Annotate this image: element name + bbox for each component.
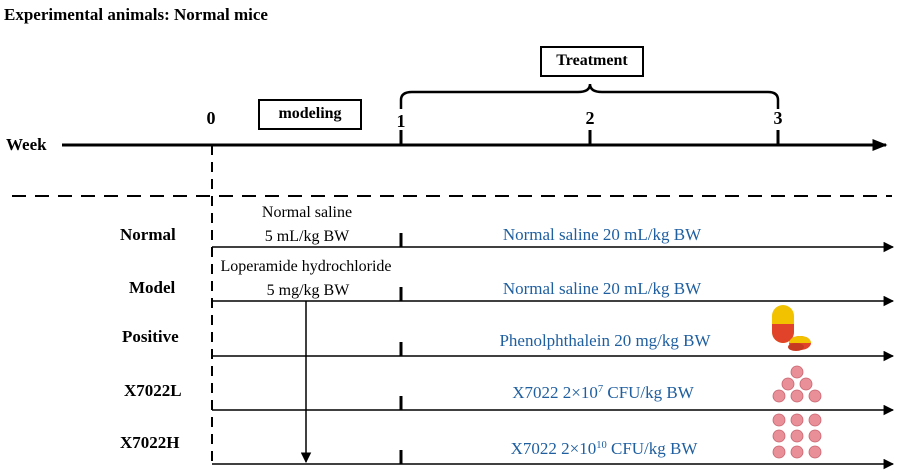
modeling-box: modeling — [258, 99, 362, 130]
x7022l-treatment-suffix: CFU/kg BW — [603, 383, 694, 402]
group-label-model: Model — [129, 278, 176, 297]
model-treatment-text: Normal saline 20 mL/kg BW — [502, 279, 702, 298]
tick-label-3: 3 — [773, 108, 783, 128]
week-axis-label: Week — [6, 135, 47, 154]
treatment-label: Treatment — [556, 52, 628, 69]
x7022l-treatment-text: X7022 2×107 CFU/kg BW — [512, 384, 694, 402]
x7022l-treatment-exponent: 7 — [597, 384, 604, 396]
group-label-positive: Positive — [122, 327, 179, 346]
x7022h-treatment-exponent: 10 — [596, 440, 607, 452]
bacteria-icon — [772, 365, 822, 459]
x7022h-treatment-suffix: CFU/kg BW — [606, 439, 698, 458]
normal-treatment-text: Normal saline 20 mL/kg BW — [502, 225, 702, 244]
group-label-x7022h: X7022H — [120, 433, 180, 452]
pill-icon — [772, 305, 811, 351]
header-title: Experimental animals: Normal mice — [4, 5, 268, 24]
tick-label-1: 1 — [396, 111, 406, 131]
positive-treatment-text: Phenolphthalein 20 mg/kg BW — [499, 331, 711, 350]
modeling-label: modeling — [278, 105, 342, 122]
model-modeling-line1: Loperamide hydrochloride — [220, 258, 392, 275]
treatment-brace — [399, 83, 780, 109]
x7022h-treatment-prefix: X7022 2×10 — [510, 439, 597, 458]
x7022h-treatment-text: X7022 2×1010 CFU/kg BW — [511, 440, 698, 458]
treatment-box: Treatment — [540, 46, 644, 77]
tick-label-2: 2 — [585, 108, 595, 128]
group-label-normal: Normal — [120, 225, 176, 244]
normal-modeling-line2: 5 mL/kg BW — [264, 228, 350, 245]
group-label-x7022l: X7022L — [124, 381, 182, 400]
tick-label-0: 0 — [206, 108, 216, 128]
x7022l-treatment-prefix: X7022 2×10 — [512, 383, 598, 402]
normal-modeling-line1: Normal saline — [261, 204, 353, 221]
model-modeling-line2: 5 mg/kg BW — [266, 282, 350, 299]
